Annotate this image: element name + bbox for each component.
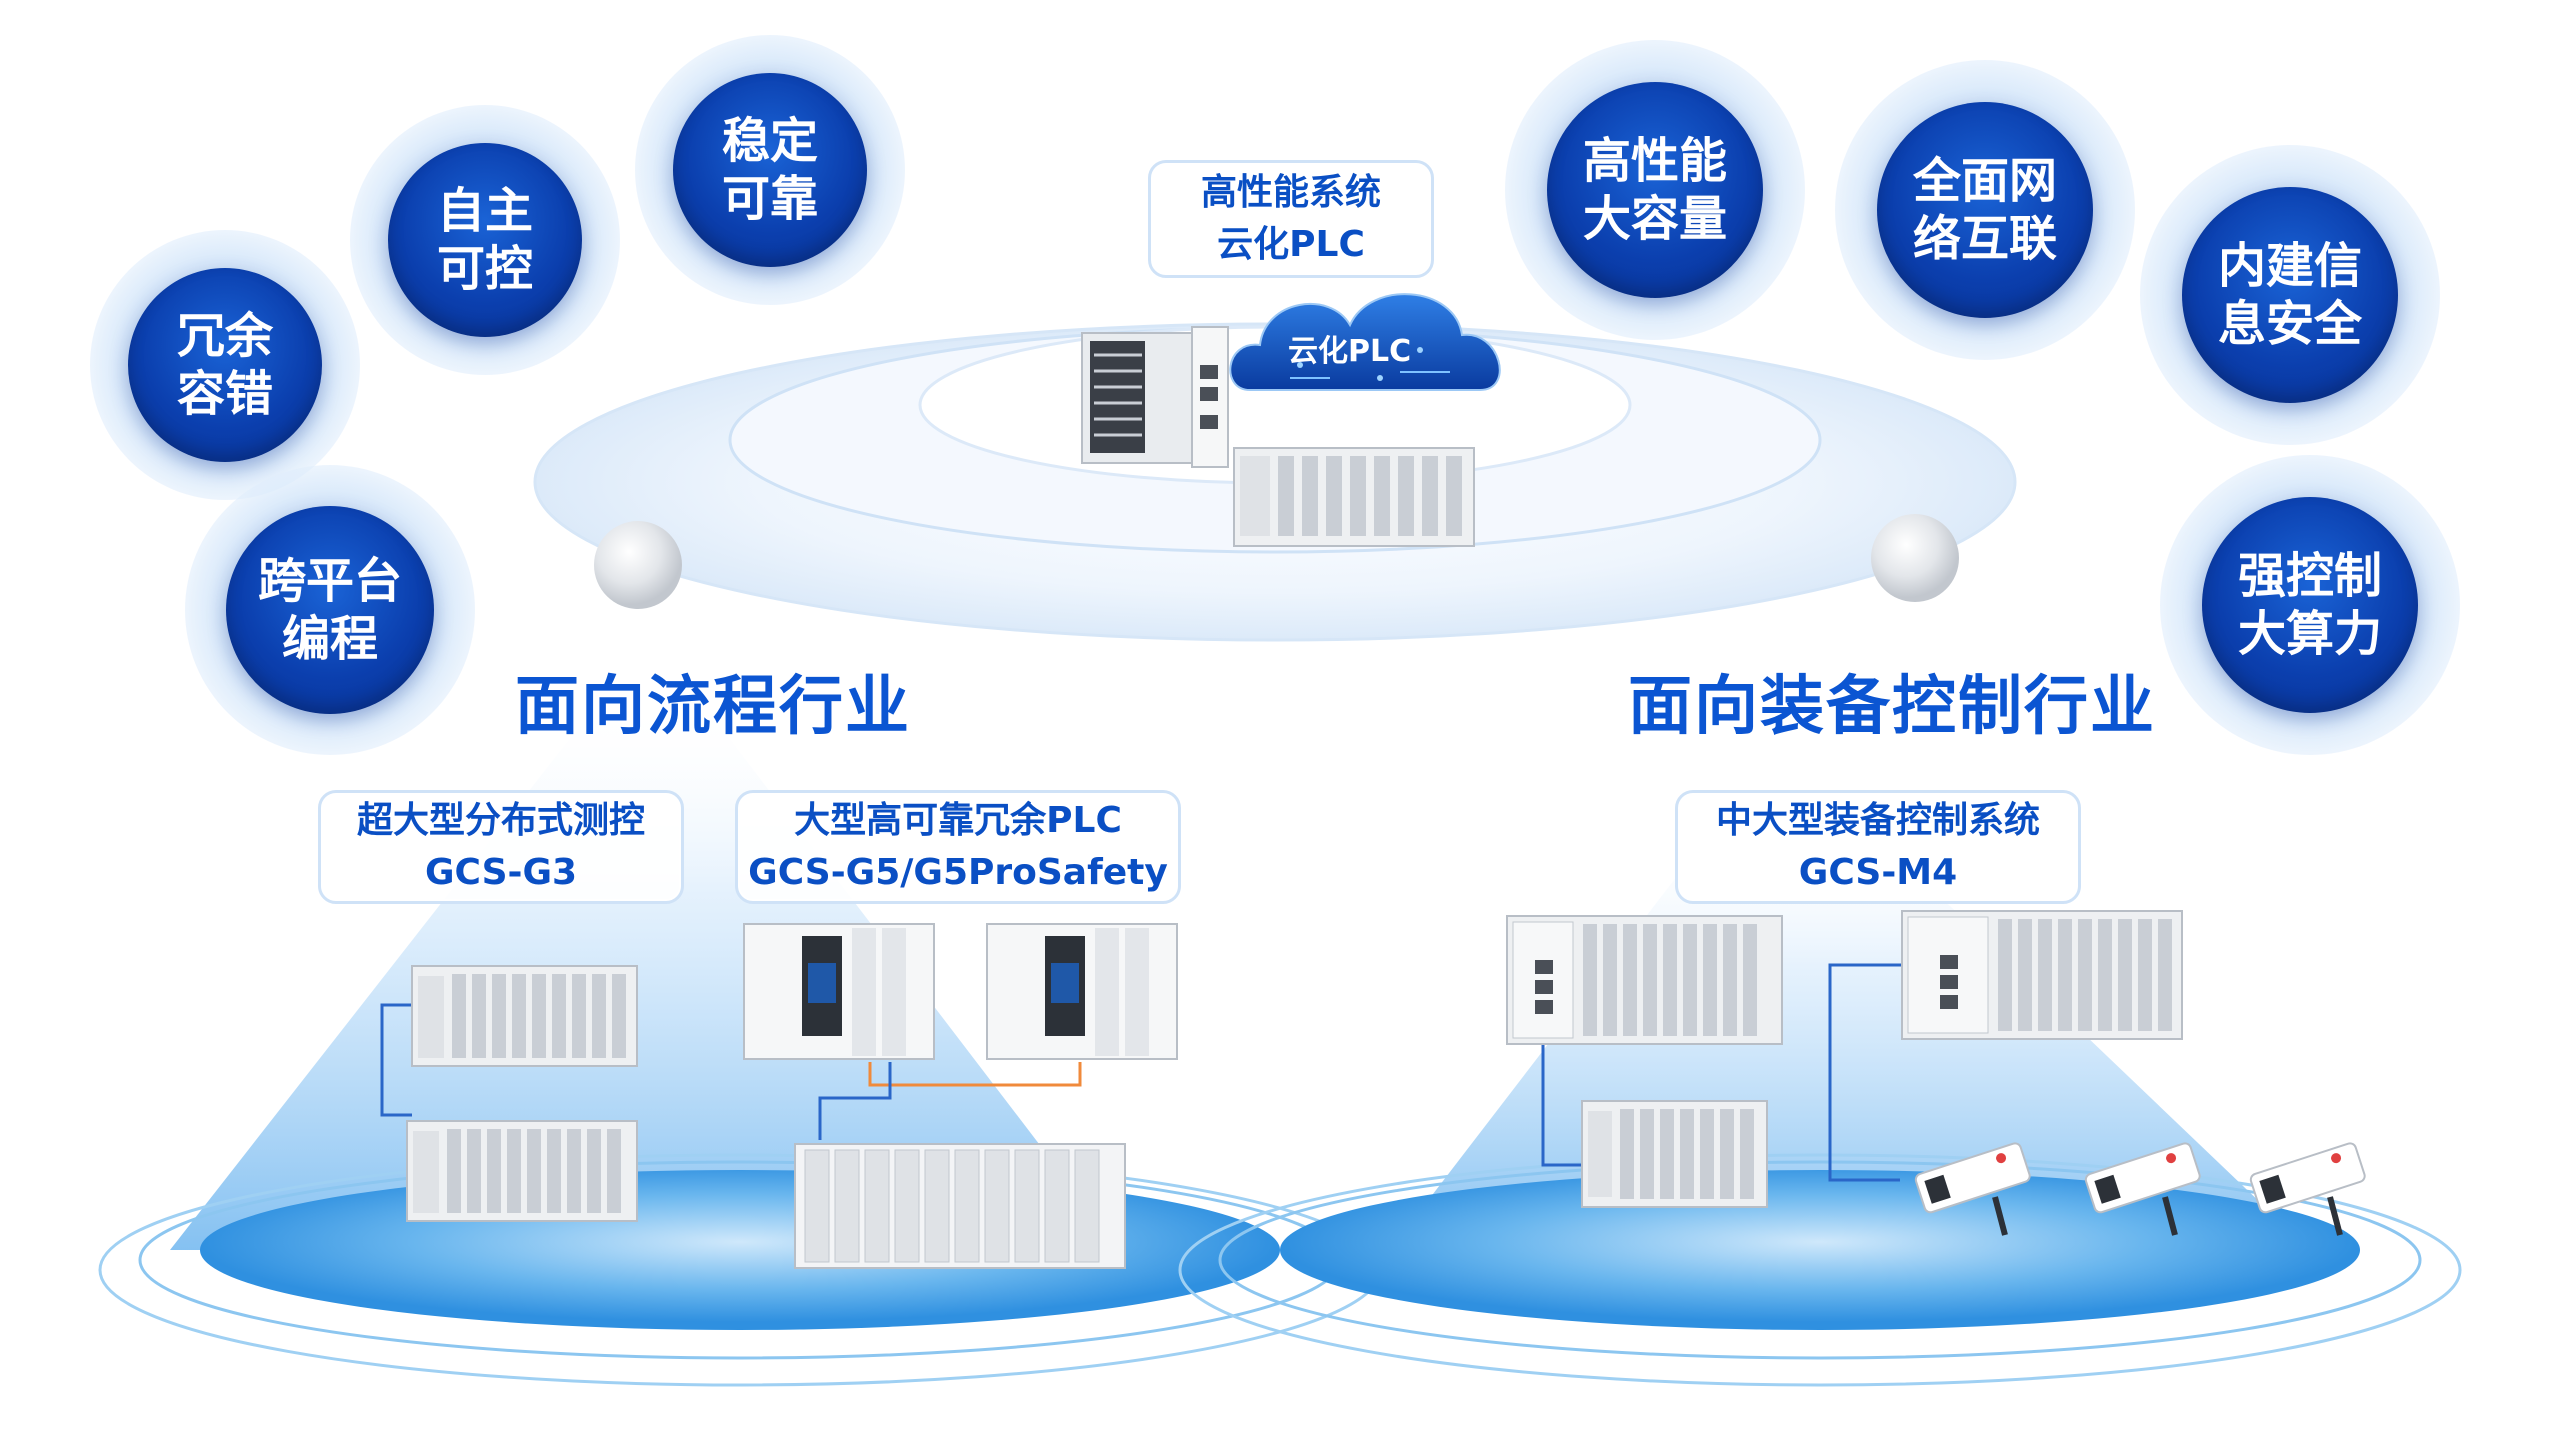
plc-controller-small xyxy=(1081,326,1229,468)
m4-line2: GCS-M4 xyxy=(1798,852,1958,893)
center-label-box: 高性能系统 云化PLC xyxy=(1148,160,1434,278)
feature-bubble-autonomous: 自主可控 xyxy=(350,105,620,375)
redundant-plc-left xyxy=(743,923,935,1060)
m4-line1: 中大型装备控制系统 xyxy=(1715,800,2040,841)
redundant-plc-right xyxy=(986,923,1178,1060)
camera-icon xyxy=(2084,1142,2201,1236)
bubble-line1: 跨平台 xyxy=(257,552,402,609)
center-line1: 高性能系统 xyxy=(1200,172,1381,213)
io-rack-g3-top xyxy=(411,965,638,1067)
bubble-line2: 容错 xyxy=(176,365,273,422)
bubble-line2: 息安全 xyxy=(2217,296,2362,352)
camera-icon xyxy=(1914,1142,2031,1236)
m4-controller-rack xyxy=(1506,915,1783,1045)
feature-bubble-stable: 稳定可靠 xyxy=(635,35,905,305)
bubble-line2: 大算力 xyxy=(2237,606,2382,662)
m4-io-rack xyxy=(1581,1100,1768,1208)
feature-bubble-networking: 全面网络互联 xyxy=(1835,60,2135,360)
bubble-line2: 大容量 xyxy=(1582,191,1727,247)
cloud-label: 云化PLC xyxy=(1288,334,1412,369)
io-rack-g5 xyxy=(794,1143,1126,1269)
g5-line1: 大型高可靠冗余PLC xyxy=(794,800,1122,841)
g5-line2: GCS-G5/G5ProSafety xyxy=(748,852,1168,893)
left-label-box-g5: 大型高可靠冗余PLC GCS-G5/G5ProSafety xyxy=(735,790,1181,904)
camera-icon xyxy=(2249,1142,2366,1236)
bubble-line1: 高性能 xyxy=(1582,133,1727,189)
bubble-line2: 编程 xyxy=(281,610,378,667)
bubble-line2: 可靠 xyxy=(721,170,818,227)
g3-line1: 超大型分布式测控 xyxy=(356,800,645,841)
feature-bubble-redundancy: 冗余容错 xyxy=(90,230,360,500)
bubble-line1: 稳定 xyxy=(721,112,818,169)
io-module-center xyxy=(1233,447,1475,547)
right-section-heading: 面向装备控制行业 xyxy=(1628,670,2156,744)
feature-bubble-cross-platform: 跨平台编程 xyxy=(185,465,475,755)
m4-controller-rack-right xyxy=(1901,910,2183,1040)
cloud-icon xyxy=(1229,293,1501,391)
feature-bubble-computing: 强控制大算力 xyxy=(2160,455,2460,755)
left-section-heading: 面向流程行业 xyxy=(515,670,911,744)
bubble-line1: 全面网 xyxy=(1912,153,2057,209)
bubble-line1: 内建信 xyxy=(2217,238,2362,294)
g3-line2: GCS-G3 xyxy=(424,852,578,893)
center-line2: 云化PLC xyxy=(1217,224,1365,265)
right-label-box-m4: 中大型装备控制系统 GCS-M4 xyxy=(1675,790,2081,904)
bubble-line1: 自主 xyxy=(436,182,533,239)
io-rack-g3-bottom xyxy=(406,1120,638,1222)
feature-bubble-security: 内建信息安全 xyxy=(2140,145,2440,445)
bubble-line2: 络互联 xyxy=(1912,211,2057,267)
left-label-box-g3: 超大型分布式测控 GCS-G3 xyxy=(318,790,684,904)
bubble-line1: 冗余 xyxy=(176,307,273,364)
feature-bubble-high-performance: 高性能大容量 xyxy=(1505,40,1805,340)
bubble-line1: 强控制 xyxy=(2237,548,2382,604)
bubble-line2: 可控 xyxy=(436,240,533,297)
